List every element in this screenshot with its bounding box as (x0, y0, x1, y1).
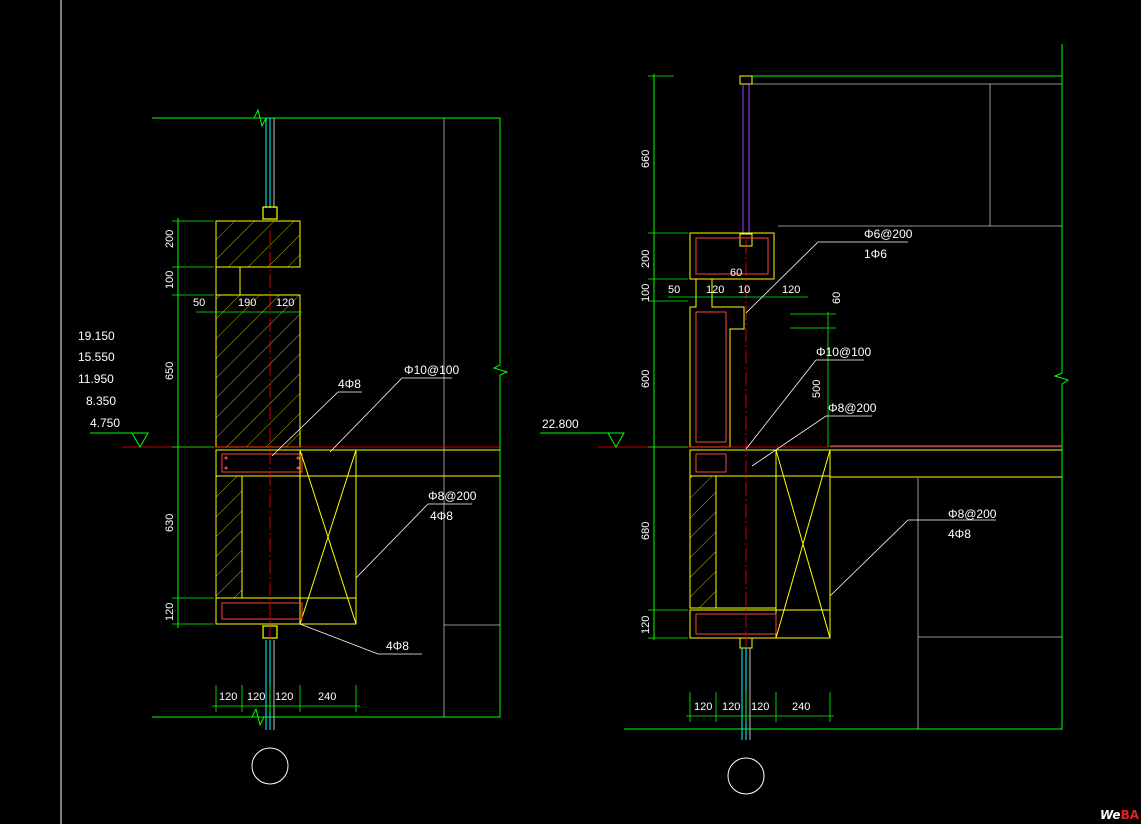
dim-v: 500 (811, 380, 823, 398)
leader (271, 391, 362, 457)
note: 4Φ8 (338, 377, 361, 391)
dim-v: 120 (640, 616, 652, 634)
dim-h: 120 (782, 284, 800, 296)
dim-h: 120 (276, 297, 294, 309)
lintel-top (215, 220, 301, 268)
elevation-right: 22.800 (542, 417, 579, 431)
note: Φ8@200 (948, 507, 997, 521)
left-text: 19.150 15.550 11.950 8.350 4.750 200 100… (78, 230, 477, 703)
left-detail (90, 108, 509, 785)
lintel-step (215, 266, 241, 296)
dim-v: 200 (640, 250, 652, 268)
dim-h: 120 (694, 701, 712, 713)
elevation-3: 11.950 (78, 372, 114, 386)
dim-v: 680 (640, 522, 652, 540)
note: Φ6@200 (864, 227, 913, 241)
leader (329, 377, 452, 453)
note: Φ8@200 (428, 489, 477, 503)
elevation-marker (90, 432, 149, 449)
note: 4Φ8 (386, 639, 409, 653)
note: 4Φ8 (430, 509, 453, 523)
note: 1Φ6 (864, 247, 887, 261)
right-detail (540, 44, 1070, 795)
dim-v: 100 (640, 284, 652, 302)
leader (355, 503, 472, 579)
dim-h: 120 (751, 701, 769, 713)
upper-wall (689, 279, 745, 448)
watermark-logo: WeBA (1100, 808, 1139, 822)
window-frame-top (262, 206, 278, 220)
note: Φ10@100 (816, 345, 871, 359)
right-text: 22.800 660 200 100 600 680 120 50 120 10… (542, 150, 997, 713)
dim-v: 600 (640, 370, 652, 388)
break-symbol-top (244, 108, 275, 128)
dim-v: 660 (640, 150, 652, 168)
lower-wall-hatch (215, 475, 243, 599)
drawing-frame (60, 0, 62, 824)
note: Φ10@100 (404, 363, 459, 377)
dim-h: 240 (792, 701, 810, 713)
note: 4Φ8 (948, 527, 971, 541)
dim-v: 200 (164, 230, 176, 248)
dim-v: 650 (164, 362, 176, 380)
sill (215, 597, 357, 625)
dim-h: 120 (706, 284, 724, 296)
left-outline (152, 117, 509, 718)
watermark-ba: BA (1120, 808, 1139, 822)
dim-h: 50 (193, 297, 205, 309)
dim-h: 120 (275, 691, 293, 703)
leader (299, 623, 422, 655)
elevation-4: 8.350 (86, 394, 116, 408)
dim-h: 60 (730, 267, 742, 279)
dim-v: 100 (164, 271, 176, 289)
dim-h: 120 (219, 691, 237, 703)
dim-v: 630 (164, 514, 176, 532)
dim-h: 240 (318, 691, 336, 703)
sill-rebar (221, 602, 303, 620)
dim-h: 50 (668, 284, 680, 296)
note: Φ8@200 (828, 401, 877, 415)
watermark-we: We (1099, 808, 1121, 822)
dim-h: 190 (238, 297, 256, 309)
dim-h: 10 (738, 284, 750, 296)
dim-h: 120 (722, 701, 740, 713)
dim-v: 120 (164, 603, 176, 621)
right-outline (624, 75, 1070, 730)
elevation-1: 19.150 (78, 329, 115, 343)
dim-v: 60 (831, 292, 843, 304)
beam-rebar (221, 453, 303, 473)
elevation-2: 15.550 (78, 350, 115, 364)
dim-h: 120 (247, 691, 265, 703)
wall-hatch (215, 294, 301, 448)
axis-bubble (251, 747, 289, 785)
elevation-5: 4.750 (90, 416, 120, 430)
parapet-top (689, 232, 775, 280)
